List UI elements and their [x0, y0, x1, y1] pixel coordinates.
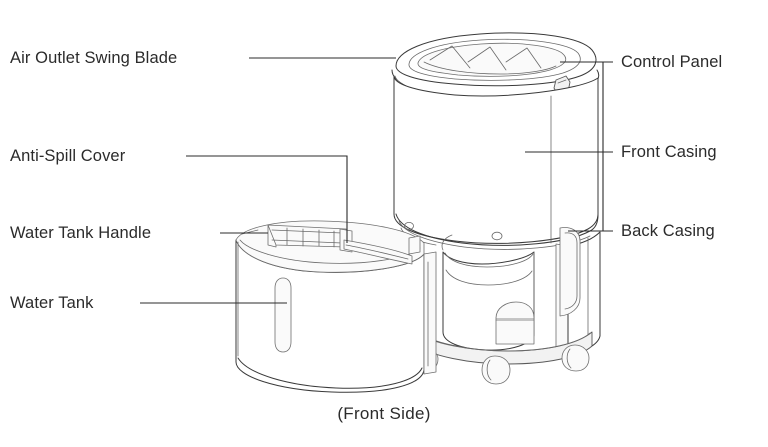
label-air-outlet-swing-blade: Air Outlet Swing Blade: [10, 49, 178, 67]
label-front-casing: Front Casing: [621, 143, 717, 161]
leader-lines-left: [140, 57, 396, 304]
figure-caption: (Front Side): [337, 404, 431, 423]
label-water-tank-handle: Water Tank Handle: [10, 224, 152, 242]
leader-lines-right: [525, 61, 613, 232]
leader-anti-spill-cover: [186, 155, 348, 243]
label-anti-spill-cover: Anti-Spill Cover: [10, 147, 126, 165]
label-back-casing: Back Casing: [621, 222, 715, 240]
label-water-tank: Water Tank: [10, 294, 94, 312]
front-casing-body: [393, 75, 599, 250]
water-tank-assembly: [235, 220, 437, 393]
label-control-panel: Control Panel: [621, 53, 723, 71]
